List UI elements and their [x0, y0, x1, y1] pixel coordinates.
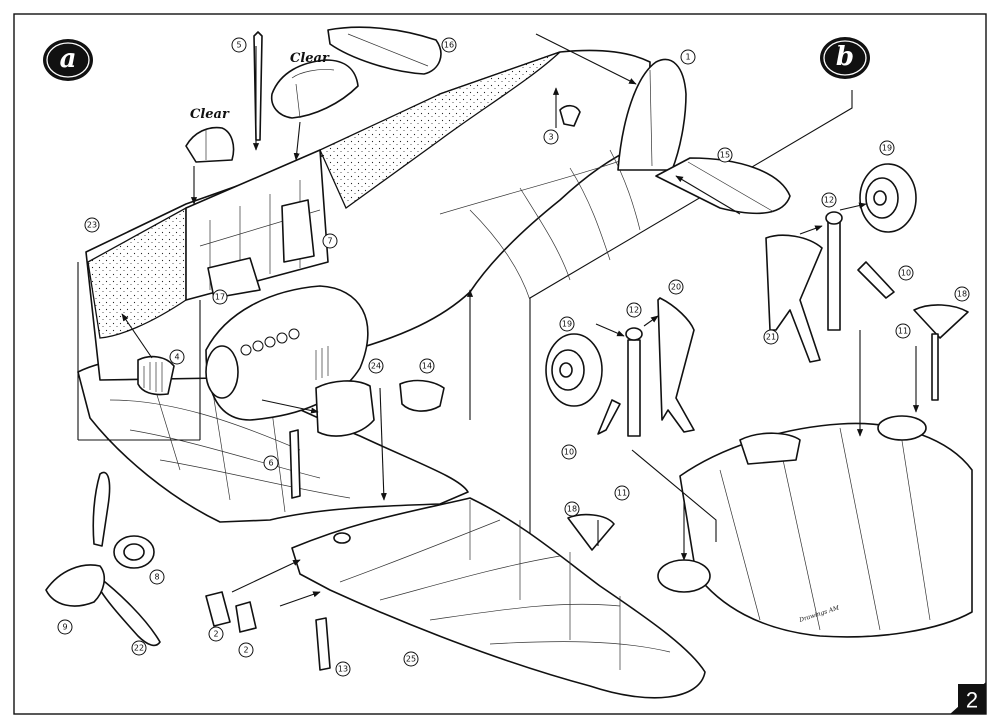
page-number: 2: [950, 682, 986, 714]
part-callout: 3: [543, 129, 559, 145]
svg-text:16: 16: [444, 41, 454, 50]
clear-label-windscreen: Clear: [190, 107, 230, 122]
svg-text:19: 19: [882, 144, 892, 153]
part-callout: 9: [57, 619, 73, 635]
pitot-tube: [315, 617, 331, 671]
svg-text:10: 10: [901, 269, 911, 278]
svg-text:10: 10: [564, 448, 574, 457]
svg-text:25: 25: [406, 655, 416, 664]
svg-text:19: 19: [562, 320, 572, 329]
part-callout: 25: [403, 651, 419, 667]
wing-pin: [333, 532, 351, 544]
svg-text:1: 1: [685, 53, 690, 62]
svg-text:11: 11: [617, 489, 627, 498]
part-callout: 16: [441, 37, 457, 53]
assembly-arrows: [77, 33, 920, 607]
part-callout: 14: [419, 358, 435, 374]
part-callout: 11: [895, 323, 911, 339]
part-callout: 6: [263, 455, 279, 471]
seat-frame: [399, 379, 445, 412]
part-callout: 2: [238, 642, 254, 658]
svg-text:2: 2: [213, 630, 218, 639]
instrument-panel: [207, 257, 261, 299]
wing-fairing: [327, 26, 442, 75]
svg-text:13: 13: [338, 665, 348, 674]
cockpit-interior: [185, 149, 329, 301]
lower-wing: [291, 497, 706, 699]
part-callout: 8: [149, 569, 165, 585]
cockpit-side-panel: [319, 51, 561, 209]
part-callout: 4: [169, 349, 185, 365]
svg-text:20: 20: [671, 283, 681, 292]
seat-armour: [281, 199, 315, 263]
propeller-assembly: [45, 471, 161, 647]
svg-text:8: 8: [154, 573, 159, 582]
svg-text:3: 3: [548, 133, 553, 142]
svg-text:17: 17: [215, 293, 225, 302]
svg-text:24: 24: [371, 362, 381, 371]
tail-fin: [617, 58, 687, 171]
part-callout: 5: [231, 37, 247, 53]
svg-text:6: 6: [268, 459, 273, 468]
part-callout: 20: [668, 279, 684, 295]
svg-text:14: 14: [422, 362, 432, 371]
part-callout: 21: [763, 329, 779, 345]
svg-text:23: 23: [87, 221, 97, 230]
landing-gear-detail-lower: [545, 297, 695, 551]
svg-text:11: 11: [898, 327, 908, 336]
part-callout: 18: [564, 501, 580, 517]
svg-text:4: 4: [174, 353, 179, 362]
tailplane: [655, 157, 791, 215]
svg-text:21: 21: [766, 333, 776, 342]
step-badge-a: a: [43, 39, 93, 81]
step-badge-b: b: [820, 37, 870, 79]
svg-text:18: 18: [957, 290, 967, 299]
part-callout: 10: [898, 265, 914, 281]
aerial-mast: [253, 31, 263, 141]
landing-gear-detail-upper: [765, 163, 969, 401]
part-callout: 19: [559, 316, 575, 332]
pilot-seat: [315, 380, 375, 437]
svg-text:15: 15: [720, 151, 730, 160]
part-callout: 23: [84, 217, 100, 233]
svg-text:b: b: [836, 42, 854, 72]
svg-text:a: a: [60, 44, 77, 74]
part-callout: 10: [561, 444, 577, 460]
svg-text:9: 9: [62, 623, 67, 632]
svg-text:12: 12: [824, 196, 834, 205]
part-callout: 13: [335, 661, 351, 677]
part-callout: 22: [131, 640, 147, 656]
section-divider: [529, 90, 853, 622]
svg-text:2: 2: [966, 688, 978, 713]
canopy-windscreen: [185, 126, 235, 163]
sheet-border: [13, 13, 987, 715]
part-callout: 24: [368, 358, 384, 374]
tail-wheel: [559, 104, 581, 127]
wing-underside-right: [657, 415, 973, 638]
canopy-rear: [270, 59, 359, 119]
svg-text:5: 5: [236, 41, 241, 50]
clear-label-rear-canopy: Clear: [290, 51, 330, 66]
part-callout: 18: [954, 286, 970, 302]
part-callout: 11: [614, 485, 630, 501]
control-column: [289, 429, 301, 499]
undercarriage-doors: [205, 591, 257, 633]
svg-text:22: 22: [134, 644, 144, 653]
part-callout: 17: [212, 289, 228, 305]
part-callout: 2: [208, 626, 224, 642]
part-callout: 1: [680, 49, 696, 65]
part-callout: 12: [626, 302, 642, 318]
part-callout: 7: [322, 233, 338, 249]
part-callout: 15: [717, 147, 733, 163]
svg-text:7: 7: [327, 237, 332, 246]
part-callout: 19: [879, 140, 895, 156]
part-callouts: 1 2 2 3 4 5 6 7 8 9 10 10 11 11 12 12 13…: [57, 37, 970, 677]
part-callout: 12: [821, 192, 837, 208]
svg-text:18: 18: [567, 505, 577, 514]
svg-text:12: 12: [629, 306, 639, 315]
svg-text:2: 2: [243, 646, 248, 655]
